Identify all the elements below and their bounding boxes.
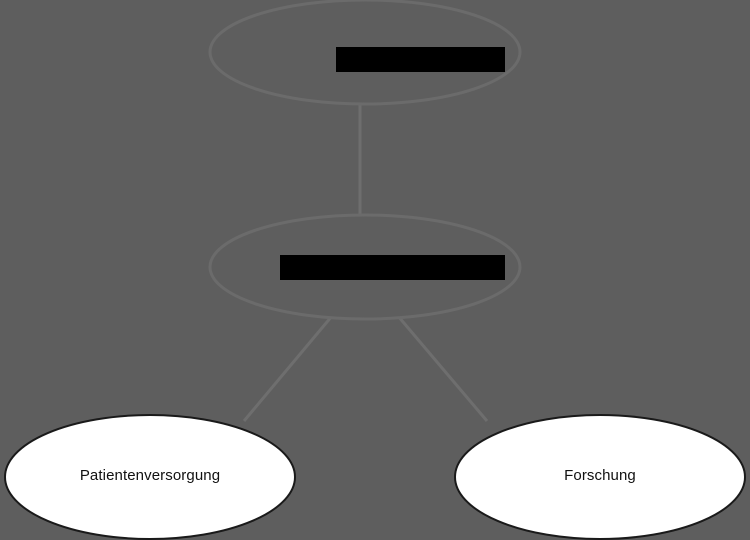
node-patientenversorgung-ellipse[interactable] — [4, 414, 296, 540]
edge-second-to-patientenversorgung — [242, 315, 334, 422]
node-root-redaction-bar — [336, 47, 505, 72]
node-forschung-ellipse[interactable] — [454, 414, 746, 540]
node-second-redaction-bar — [280, 255, 505, 280]
edge-second-to-forschung — [396, 315, 489, 422]
